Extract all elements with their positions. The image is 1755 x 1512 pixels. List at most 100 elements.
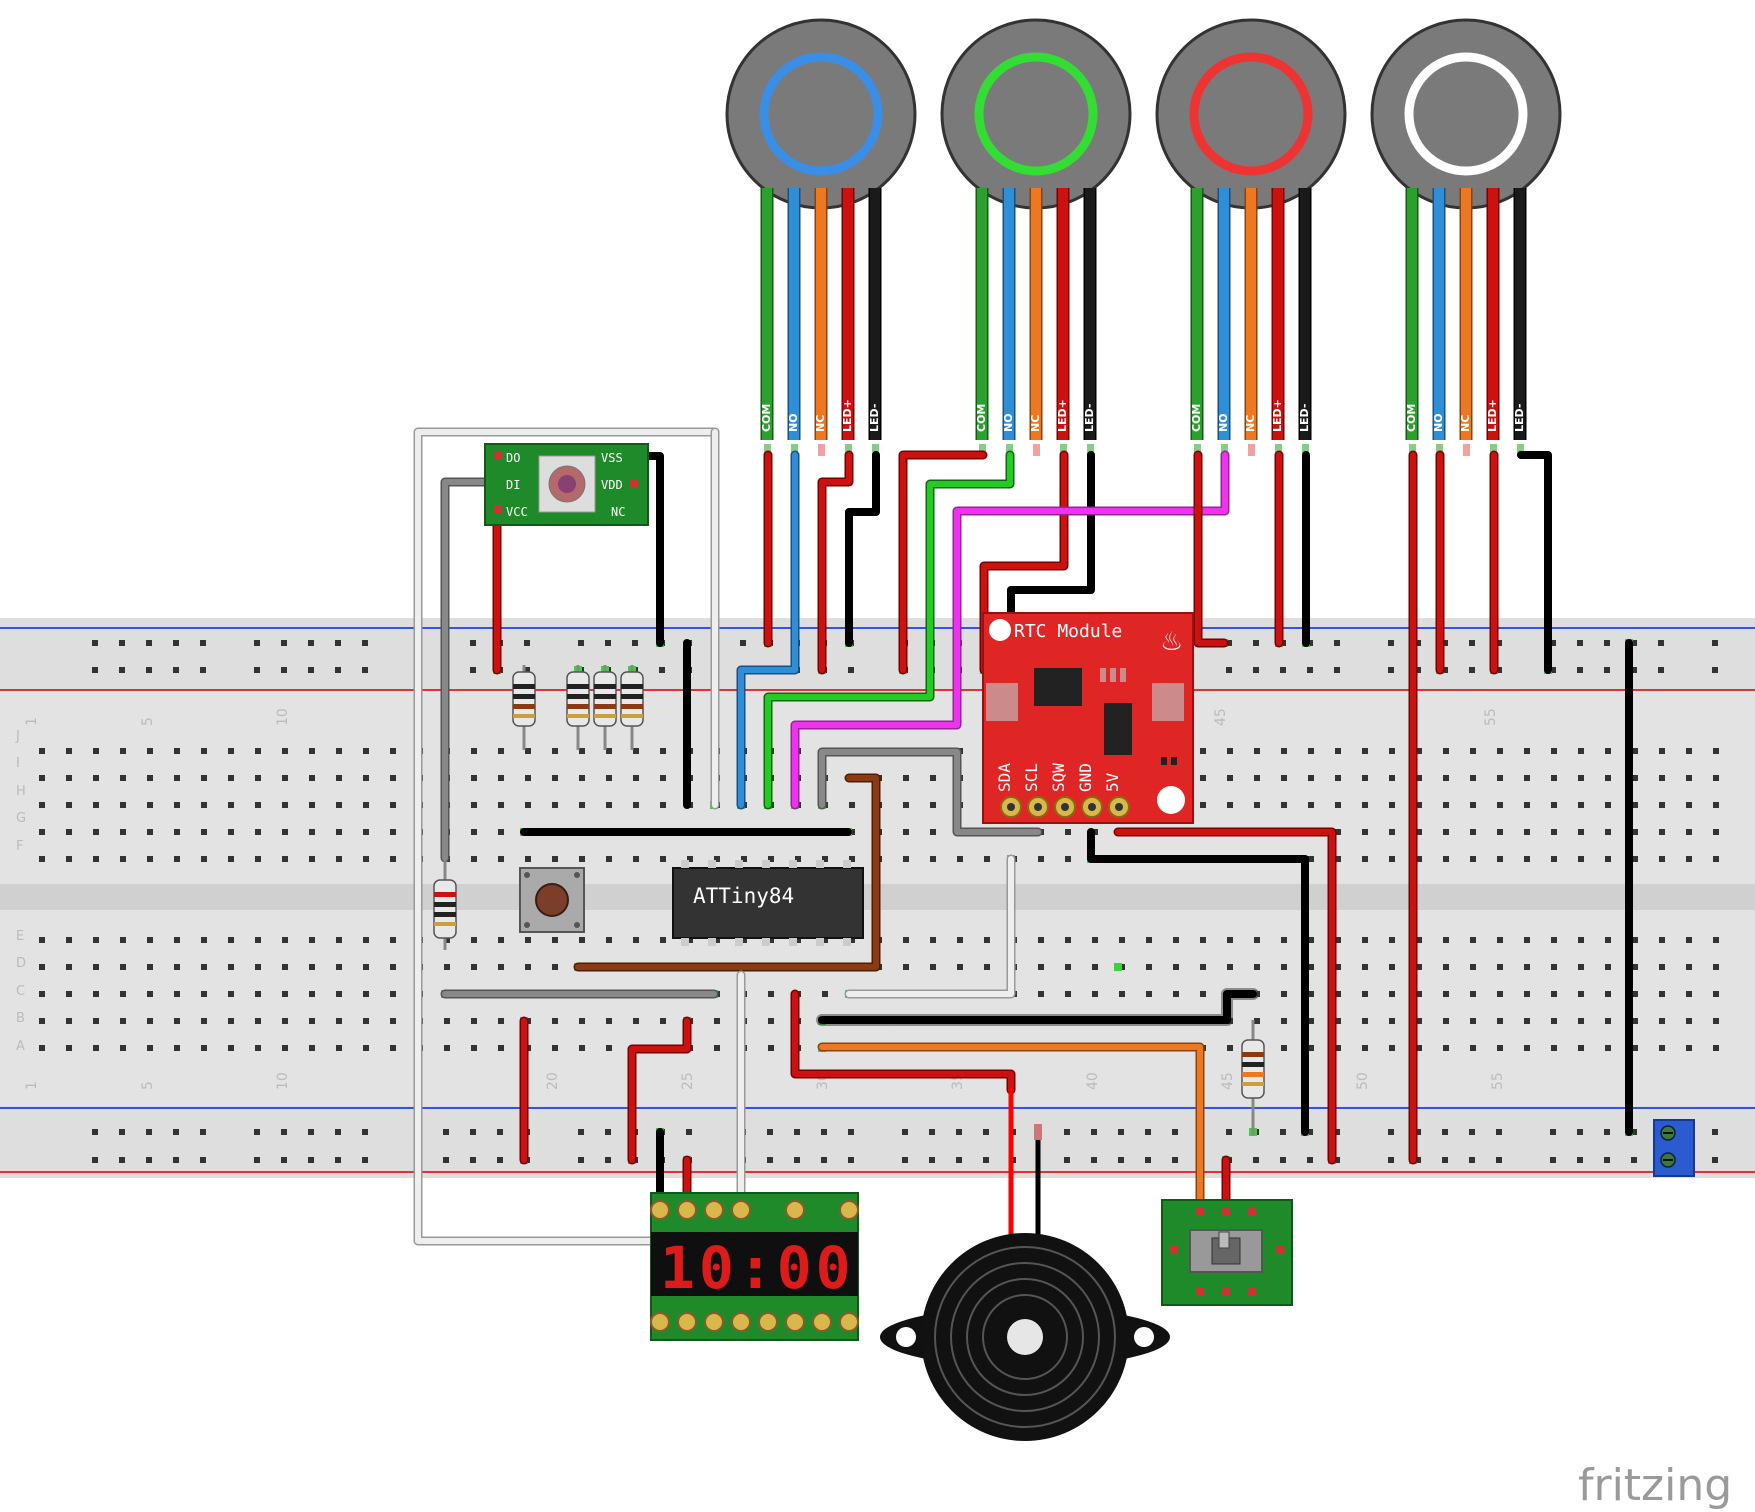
seven-segment-display-module: 10:00 bbox=[650, 1192, 859, 1341]
breadboard-hole bbox=[525, 856, 531, 862]
rail-hole bbox=[470, 667, 476, 673]
resistor bbox=[566, 665, 590, 750]
breadboard-hole bbox=[471, 937, 477, 943]
breadboard-hole bbox=[768, 991, 774, 997]
pin-label-sda: SDA bbox=[995, 763, 1014, 792]
breadboard-hole bbox=[93, 829, 99, 835]
rail-hole bbox=[659, 667, 665, 673]
wire-green bbox=[765, 452, 1013, 808]
rail-hole bbox=[1604, 1129, 1610, 1135]
breadboard-hole bbox=[1713, 1045, 1719, 1051]
breadboard-hole bbox=[39, 937, 45, 943]
breadboard-hole bbox=[120, 748, 126, 754]
breadboard-hole bbox=[1551, 775, 1557, 781]
breadboard-hole bbox=[1470, 1045, 1476, 1051]
breadboard-hole bbox=[1416, 1018, 1422, 1024]
connected-hole bbox=[1114, 963, 1122, 971]
breadboard-hole bbox=[1470, 775, 1476, 781]
breadboard-hole bbox=[606, 1018, 612, 1024]
breadboard-hole bbox=[336, 1018, 342, 1024]
pin-label-led-plus: LED+ bbox=[1486, 399, 1499, 432]
rail-hole bbox=[119, 1129, 125, 1135]
breadboard-hole bbox=[282, 964, 288, 970]
breadboard-hole bbox=[228, 964, 234, 970]
breadboard-hole bbox=[201, 1045, 207, 1051]
button-lead-tip bbox=[1302, 444, 1309, 456]
breadboard-hole bbox=[606, 856, 612, 862]
breadboard-hole bbox=[1389, 829, 1395, 835]
rail-hole bbox=[335, 1157, 341, 1163]
breadboard-hole bbox=[282, 748, 288, 754]
breadboard-hole bbox=[1065, 964, 1071, 970]
breadboard-hole bbox=[444, 937, 450, 943]
breadboard-hole bbox=[1227, 964, 1233, 970]
breadboard-hole bbox=[228, 937, 234, 943]
rail-hole bbox=[1226, 667, 1232, 673]
button-lead-tip bbox=[1517, 444, 1524, 456]
breadboard-hole bbox=[1416, 748, 1422, 754]
pin-label-di: DI bbox=[506, 478, 520, 492]
breadboard-hole bbox=[363, 802, 369, 808]
breadboard-hole bbox=[444, 1045, 450, 1051]
breadboard-hole bbox=[1443, 856, 1449, 862]
button-lead-tip bbox=[1194, 444, 1201, 456]
row-letter-label: B bbox=[16, 1011, 25, 1026]
breadboard-hole bbox=[984, 937, 990, 943]
rail-hole bbox=[1064, 1157, 1070, 1163]
breadboard-hole bbox=[255, 964, 261, 970]
breadboard-hole bbox=[390, 748, 396, 754]
pin-label-led-minus: LED- bbox=[868, 404, 881, 432]
rail-hole bbox=[956, 1129, 962, 1135]
breadboard-hole bbox=[1686, 991, 1692, 997]
rail-hole bbox=[956, 1157, 962, 1163]
breadboard-hole bbox=[849, 802, 855, 808]
wire-red bbox=[1115, 829, 1335, 1163]
breadboard-hole bbox=[201, 937, 207, 943]
breadboard-hole bbox=[660, 775, 666, 781]
breadboard-hole bbox=[1659, 937, 1665, 943]
rail-hole bbox=[740, 640, 746, 646]
rail-hole bbox=[308, 640, 314, 646]
breadboard-hole bbox=[1470, 856, 1476, 862]
breadboard-hole bbox=[552, 748, 558, 754]
rail-hole bbox=[254, 667, 260, 673]
breadboard-hole bbox=[1659, 991, 1665, 997]
button-led-ring bbox=[974, 52, 1098, 176]
breadboard-hole bbox=[1578, 937, 1584, 943]
breadboard-hole bbox=[471, 856, 477, 862]
breadboard-hole bbox=[1578, 964, 1584, 970]
rail-hole bbox=[281, 640, 287, 646]
rail-hole bbox=[794, 1157, 800, 1163]
breadboard-hole bbox=[552, 964, 558, 970]
breadboard-hole bbox=[498, 1045, 504, 1051]
breadboard: J I H G F E D C B A 1 5 10 45 50 55 1 5 … bbox=[0, 618, 1755, 1178]
rail-hole bbox=[686, 1129, 692, 1135]
resistor bbox=[433, 858, 457, 950]
rail-hole bbox=[497, 1129, 503, 1135]
breadboard-hole bbox=[39, 1018, 45, 1024]
pin-label-nc: NC bbox=[1459, 415, 1472, 432]
wire-black bbox=[845, 451, 880, 647]
rail-hole bbox=[848, 1157, 854, 1163]
rail-hole bbox=[1415, 1129, 1421, 1135]
breadboard-hole bbox=[1470, 802, 1476, 808]
column-number-label: 5 bbox=[140, 1081, 156, 1090]
rail-hole bbox=[1712, 667, 1718, 673]
breadboard-hole bbox=[714, 1018, 720, 1024]
breadboard-hole bbox=[1551, 856, 1557, 862]
breadboard-hole bbox=[957, 937, 963, 943]
rail-hole bbox=[1280, 667, 1286, 673]
breadboard-hole bbox=[795, 856, 801, 862]
rail-hole bbox=[146, 1157, 152, 1163]
breadboard-hole bbox=[1524, 856, 1530, 862]
rail-hole bbox=[1334, 1157, 1340, 1163]
rail-hole bbox=[308, 1157, 314, 1163]
wire-red bbox=[819, 452, 852, 673]
column-number-label: 25 bbox=[680, 1072, 696, 1090]
breadboard-hole bbox=[579, 775, 585, 781]
pin-label-led-minus: LED- bbox=[1513, 404, 1526, 432]
breadboard-hole bbox=[93, 775, 99, 781]
breadboard-hole bbox=[147, 991, 153, 997]
rail-hole bbox=[200, 640, 206, 646]
rail-hole bbox=[605, 640, 611, 646]
